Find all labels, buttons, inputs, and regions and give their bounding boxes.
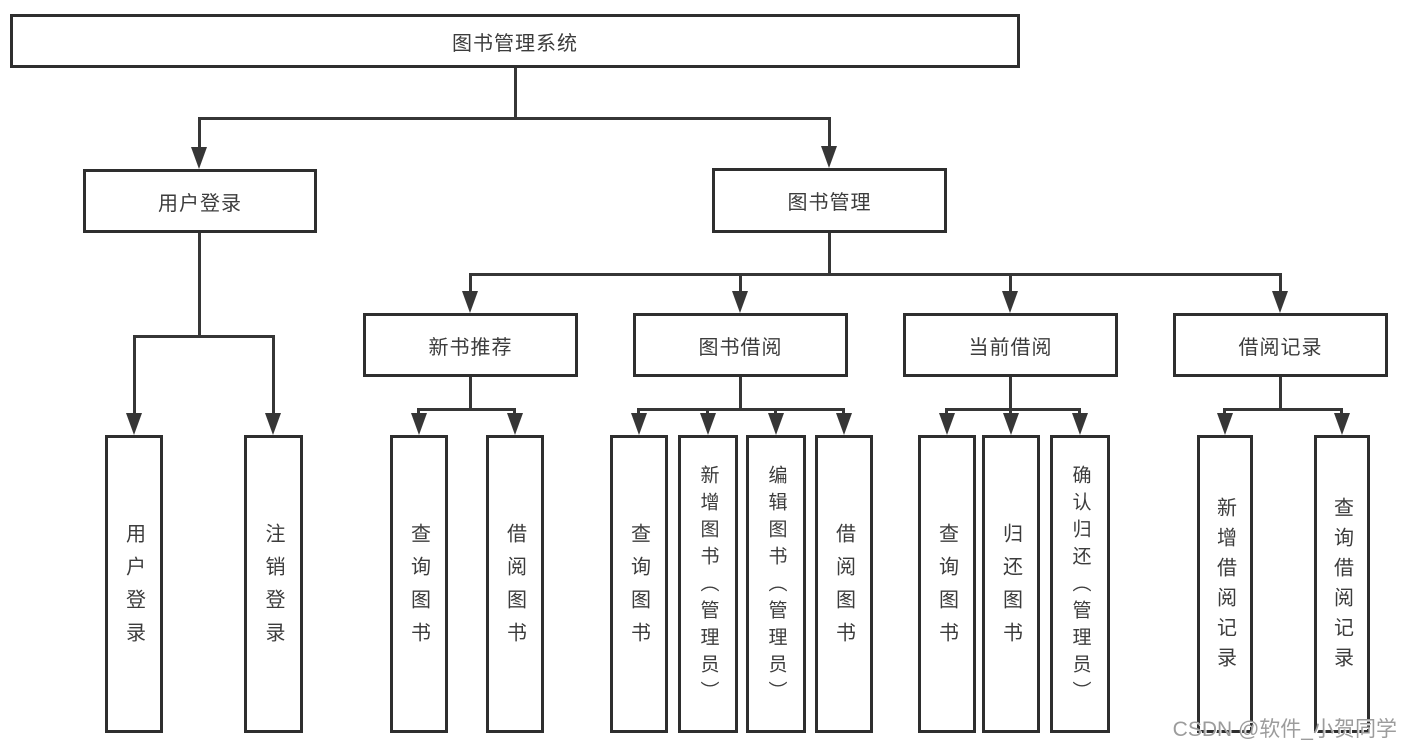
connector-user-login-hline (133, 335, 275, 338)
node-borrow-records: 借阅记录 (1173, 313, 1388, 377)
connector-new-book-stem (469, 377, 472, 410)
leaf-user-login: 用户登录 (105, 435, 163, 733)
node-current-borrow: 当前借阅 (903, 313, 1118, 377)
connector-to-book-borrow (739, 273, 742, 295)
leaf-return-books: 归还图书 (982, 435, 1040, 733)
connector-leaf-stem (513, 408, 516, 417)
csdn-watermark: CSDN @软件_小贺同学 (1172, 718, 1397, 741)
node-book-mgmt: 图书管理 (712, 168, 947, 233)
connector-to-leaf-logout (272, 335, 275, 417)
arrowhead-leaf (411, 413, 427, 435)
leaf-logout: 注销登录 (244, 435, 303, 733)
arrowhead-leaf-login (126, 413, 142, 435)
connector-root-stem (514, 68, 517, 118)
connector-to-book-mgmt (828, 117, 831, 150)
arrowhead-book-borrow (732, 291, 748, 313)
connector-to-new-book (469, 273, 472, 295)
connector-leaf-stem (945, 408, 948, 417)
arrowhead-leaf (1217, 413, 1233, 435)
node-new-book-rec: 新书推荐 (363, 313, 578, 377)
connector-current-borrow-hline (945, 408, 1081, 411)
connector-to-user-login (198, 117, 201, 151)
leaf-query-borrow-record: 查询借阅记录 (1314, 435, 1370, 733)
connector-leaf-stem (706, 408, 709, 417)
connector-to-current-borrow (1009, 273, 1012, 295)
connector-book-mgmt-stem (828, 233, 831, 274)
leaf-borrow-books: 借阅图书 (815, 435, 873, 733)
connector-current-borrow-stem (1009, 377, 1012, 410)
leaf-query-books: 查询图书 (918, 435, 976, 733)
connector-leaf-stem (637, 408, 640, 417)
arrowhead-new-book (462, 291, 478, 313)
leaf-confirm-return-admin: 确认归还（管理员） (1050, 435, 1110, 733)
arrowhead-leaf (768, 413, 784, 435)
arrowhead-leaf (507, 413, 523, 435)
leaf-add-borrow-record: 新增借阅记录 (1197, 435, 1253, 733)
node-user-login: 用户登录 (83, 169, 317, 233)
leaf-add-books-admin: 新增图书（管理员） (678, 435, 738, 733)
arrowhead-leaf (1003, 413, 1019, 435)
leaf-query-books: 查询图书 (610, 435, 668, 733)
connector-level1-hline (198, 117, 831, 120)
arrowhead-book-mgmt (821, 146, 837, 168)
connector-user-login-stem (198, 233, 201, 337)
arrowhead-current-borrow (1002, 291, 1018, 313)
arrowhead-user-login (191, 147, 207, 169)
connector-to-leaf-login (133, 335, 136, 417)
connector-leaf-stem (842, 408, 845, 417)
leaf-query-books: 查询图书 (390, 435, 448, 733)
leaf-edit-books-admin: 编辑图书（管理员） (746, 435, 806, 733)
connector-leaf-stem (417, 408, 420, 417)
connector-book-borrow-stem (739, 377, 742, 410)
connector-leaf-stem (1340, 408, 1343, 417)
arrowhead-leaf (631, 413, 647, 435)
arrowhead-borrow-records (1272, 291, 1288, 313)
connector-leaf-stem (774, 408, 777, 417)
connector-leaf-stem (1223, 408, 1226, 417)
arrowhead-leaf (836, 413, 852, 435)
connector-to-borrow-records (1279, 273, 1282, 295)
leaf-borrow-books: 借阅图书 (486, 435, 544, 733)
connector-book-borrow-hline (637, 408, 845, 411)
arrowhead-leaf (1072, 413, 1088, 435)
arrowhead-leaf (939, 413, 955, 435)
connector-new-book-hline (417, 408, 516, 411)
connector-leaf-stem (1009, 408, 1012, 417)
connector-borrow-records-stem (1279, 377, 1282, 410)
node-library-system: 图书管理系统 (10, 14, 1020, 68)
connector-borrow-records-hline (1223, 408, 1343, 411)
node-book-borrow: 图书借阅 (633, 313, 848, 377)
connector-level2-hline (469, 273, 1281, 276)
arrowhead-leaf (700, 413, 716, 435)
arrowhead-leaf (1334, 413, 1350, 435)
connector-leaf-stem (1078, 408, 1081, 417)
arrowhead-leaf-logout (265, 413, 281, 435)
